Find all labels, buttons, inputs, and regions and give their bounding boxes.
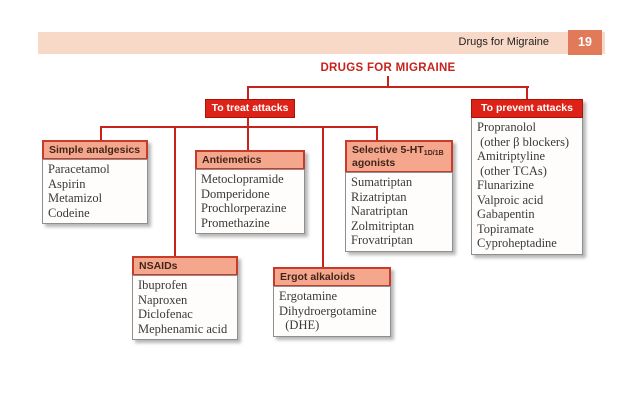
connector-line: [526, 86, 528, 100]
drug-item: Cyproheptadine: [477, 236, 557, 250]
drug-item: Promethazine: [201, 215, 270, 230]
connector-line: [100, 126, 378, 128]
node-to-treat-attacks: To treat attacks: [205, 99, 295, 118]
connector-line: [247, 115, 249, 128]
card-title: Ergot alkaloids: [273, 267, 391, 287]
drug-item: Gabapentin: [477, 207, 535, 221]
connector-line: [247, 126, 249, 151]
card-title: NSAIDs: [132, 256, 238, 276]
card-title: Simple analgesics: [42, 140, 148, 160]
header-bar: Drugs for Migraine 19: [38, 30, 605, 55]
drug-item: (other TCAs): [477, 163, 547, 178]
connector-line: [376, 126, 378, 141]
connector-line: [322, 126, 324, 268]
drug-item: Domperidone: [201, 186, 270, 201]
drug-item: (other β blockers): [477, 134, 570, 149]
drug-item: (DHE): [279, 318, 320, 332]
drug-item: Valproic acid: [477, 192, 544, 207]
drug-item: Frovatriptan: [351, 233, 413, 247]
drug-item: Ergotamine: [279, 289, 338, 303]
drug-item: Flunarizine: [477, 178, 534, 192]
drug-item: Prochlorperazine: [201, 201, 287, 215]
drug-item: Amitriptyline: [477, 149, 546, 163]
connector-line: [247, 86, 529, 88]
node-to-prevent-attacks: To prevent attacks: [471, 99, 583, 118]
drug-item: Metoclopramide: [201, 172, 284, 186]
drug-item: Mephenamic acid: [138, 321, 228, 336]
drug-item: Rizatriptan: [351, 189, 407, 204]
drug-item: Sumatriptan: [351, 175, 413, 189]
card-title-subscript: 1D/1B: [423, 150, 444, 157]
drug-item: Diclofenac: [138, 307, 193, 321]
drug-item: Paracetamol: [48, 162, 110, 176]
drug-item: Ibuprofen: [138, 278, 188, 292]
card-title: Antiemetics: [195, 150, 305, 170]
drug-item: Aspirin: [48, 176, 86, 191]
drug-item: Zolmitriptan: [351, 218, 415, 233]
page-number-badge: 19: [568, 30, 602, 55]
connector-line: [387, 76, 389, 88]
drug-item: Naratriptan: [351, 204, 408, 218]
drug-item: Topiramate: [477, 221, 534, 236]
drug-item: Dihydroergotamine: [279, 303, 377, 318]
card-title: Selective 5-HT1D/1B agonists: [345, 140, 453, 173]
card-title-suffix: agonists: [352, 157, 396, 169]
connector-line: [100, 126, 102, 141]
header-title: Drugs for Migraine: [458, 36, 549, 48]
card-title-prefix: Selective 5-HT: [352, 144, 424, 156]
drug-item: Propranolol: [477, 120, 537, 134]
card-selective-5ht-agonists: Selective 5-HT1D/1B agonists Sumatriptan…: [345, 140, 453, 252]
drug-list: Propranolol (other β blockers)Amitriptyl…: [471, 117, 583, 255]
diagram-title: DRUGS FOR MIGRAINE: [320, 62, 456, 74]
drug-item: Metamizol: [48, 191, 103, 205]
card-to-prevent-attacks: To prevent attacks Propranolol (other β …: [471, 99, 583, 255]
drug-item: Naproxen: [138, 292, 188, 307]
drug-item: Codeine: [48, 205, 90, 220]
connector-line: [247, 86, 249, 100]
connector-line: [174, 126, 176, 257]
